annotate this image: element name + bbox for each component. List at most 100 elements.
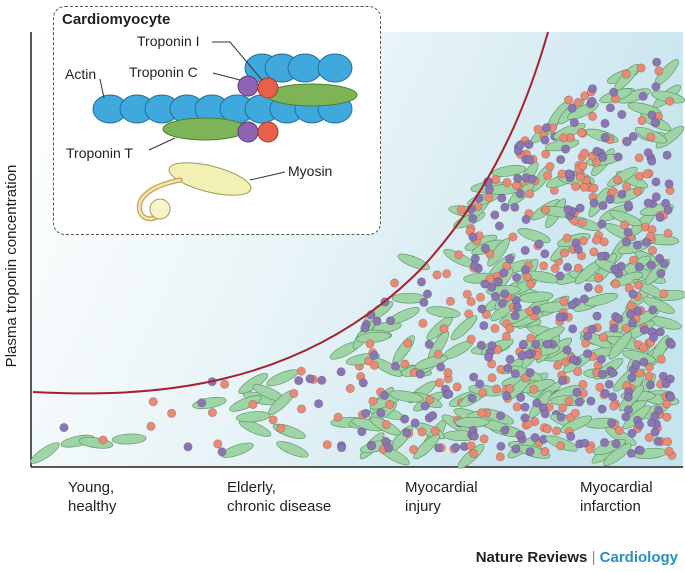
troponin-dot-purple (512, 302, 522, 312)
troponin-dot-purple (360, 323, 370, 333)
troponin-dot-purple (496, 441, 506, 451)
troponin-dot-purple (525, 155, 535, 165)
troponin-dot-red (594, 273, 604, 283)
troponin-dot-red (622, 182, 632, 192)
troponin-dot-purple (583, 349, 593, 359)
troponin-dot-red (579, 182, 589, 192)
troponin-dot-purple (656, 268, 666, 278)
troponin-dot-purple (655, 327, 665, 337)
troponin-dot-purple (372, 316, 382, 326)
troponin-dot-purple (596, 354, 606, 364)
troponin-fragment (391, 292, 427, 304)
troponin-dot-red (558, 403, 568, 413)
troponin-dot-purple (390, 361, 400, 371)
myosin-head (168, 162, 252, 196)
troponin-dot-purple (587, 96, 597, 106)
troponin-dot-purple (659, 259, 669, 269)
troponin-dot-red (553, 360, 563, 370)
troponin-dot-purple (510, 369, 520, 379)
troponin-dot-purple (597, 219, 607, 229)
troponin-dot-red (207, 408, 217, 418)
troponin-dot-red (439, 324, 449, 334)
troponin-dot-red (487, 373, 497, 383)
credit-journal: Cardiology (599, 549, 678, 566)
troponin-dot-red (589, 247, 599, 257)
troponin-dot-red (619, 220, 629, 230)
troponin-dot-purple (575, 203, 585, 213)
troponin-dot-purple (527, 174, 537, 184)
troponin-dot-red (505, 384, 515, 394)
troponin-dot-red (560, 357, 570, 367)
troponin-dot-red (644, 371, 654, 381)
troponin-dot-purple (622, 137, 632, 147)
label-actin: Actin (65, 66, 97, 82)
troponin-dot-red (289, 388, 299, 398)
troponin-dot-purple (567, 103, 577, 113)
troponin-dot-red (381, 419, 391, 429)
troponin-dot-red (345, 383, 355, 393)
troponin-dot-purple (634, 262, 644, 272)
troponin-dot-purple (623, 405, 633, 415)
troponin-dot-purple (468, 213, 478, 223)
troponin-dot-red (629, 255, 639, 265)
troponin-dot-purple (530, 433, 540, 443)
troponin-dot-purple (451, 442, 461, 452)
troponin-dot-purple (305, 374, 315, 384)
troponin-dot-red (148, 397, 158, 407)
troponin-dot-red (417, 427, 427, 437)
troponin-dot-purple (520, 413, 530, 423)
troponin-c-lower (237, 121, 259, 143)
troponin-dot-red (529, 384, 539, 394)
troponin-dot-purple (623, 200, 633, 210)
troponin-dot-purple (468, 232, 478, 242)
troponin-fragment (608, 331, 633, 360)
troponin-dot-purple (654, 405, 664, 415)
troponin-dot-red (570, 408, 580, 418)
troponin-dot-red (585, 444, 595, 454)
troponin-dot-purple (632, 240, 642, 250)
troponin-dot-purple (511, 272, 521, 282)
troponin-dot-purple (610, 264, 620, 274)
troponin-dot-purple (631, 360, 641, 370)
troponin-dot-purple (639, 325, 649, 335)
troponin-dot-purple (605, 194, 615, 204)
troponin-dot-red (579, 148, 589, 158)
troponin-dot-red (541, 205, 551, 215)
troponin-dot-purple (647, 110, 657, 120)
troponin-dot-red (626, 301, 636, 311)
troponin-dot-purple (487, 341, 497, 351)
troponin-dot-red (594, 284, 604, 294)
label-troponin-c: Troponin C (129, 64, 198, 80)
troponin-dot-purple (607, 418, 617, 428)
troponin-dot-purple (600, 118, 610, 128)
troponin-dot-purple (583, 282, 593, 292)
troponin-dot-red (541, 149, 551, 159)
troponin-dot-red (443, 368, 453, 378)
troponin-dot-purple (497, 193, 507, 203)
troponin-fragment (30, 442, 60, 464)
troponin-dot-purple (596, 251, 606, 261)
troponin-dot-red (621, 69, 631, 79)
troponin-dot-purple (597, 369, 607, 379)
troponin-dot-red (502, 178, 512, 188)
troponin-dot-red (333, 412, 343, 422)
troponin-dot-purple (598, 201, 608, 211)
troponin-dot-purple (515, 189, 525, 199)
troponin-dot-red (477, 408, 487, 418)
troponin-dot-red (365, 339, 375, 349)
troponin-dot-purple (496, 411, 506, 421)
troponin-fragment (426, 306, 461, 318)
troponin-dot-red (656, 354, 666, 364)
troponin-dot-purple (641, 237, 651, 247)
troponin-i-lower (257, 121, 279, 143)
troponin-dot-red (662, 412, 672, 422)
troponin-dot-purple (563, 205, 573, 215)
troponin-dot-red (646, 132, 656, 142)
troponin-dot-purple (592, 146, 602, 156)
troponin-dot-purple (617, 189, 627, 199)
troponin-dot-purple (663, 205, 673, 215)
x-label-myocardial-injury: Myocardial injury (405, 479, 478, 515)
troponin-dot-purple (628, 132, 638, 142)
troponin-dot-purple (600, 132, 610, 142)
myosin-globule (149, 198, 171, 220)
